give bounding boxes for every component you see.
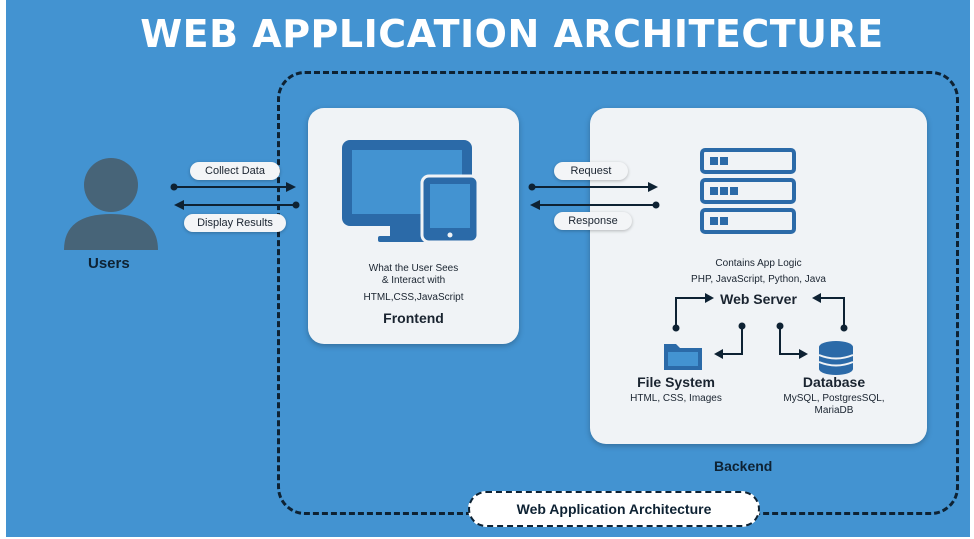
display-results-label: Display Results (184, 214, 286, 232)
database-label: Database (802, 374, 866, 390)
user-icon (64, 158, 158, 250)
frontend-desc-line2: & Interact with (381, 275, 446, 286)
server-icon (700, 148, 796, 234)
response-label: Response (554, 212, 632, 230)
file-system-detail: HTML, CSS, Images (630, 393, 722, 404)
architecture-caption: Web Application Architecture (468, 491, 760, 527)
monitor-tablet-icon (342, 140, 480, 244)
folder-icon (664, 344, 702, 370)
backend-languages: PHP, JavaScript, Python, Java (691, 274, 826, 285)
backend-label: Backend (714, 458, 773, 474)
backend-flow-arrows (672, 293, 848, 359)
file-system-label: File System (637, 374, 715, 390)
user-frontend-arrows (170, 182, 300, 210)
users-label: Users (88, 255, 130, 272)
frontend-tech: HTML,CSS,JavaScript (363, 292, 464, 303)
web-server-label: Web Server (720, 291, 797, 307)
diagram-title: WEB APPLICATION ARCHITECTURE (140, 12, 884, 56)
diagram-canvas: WEB APPLICATION ARCHITECTURE Users Colle… (6, 0, 970, 537)
frontend-label: Frontend (383, 310, 444, 326)
frontend-desc-line1: What the User Sees (368, 263, 459, 274)
backend-logic-text: Contains App Logic (715, 258, 802, 269)
frontend-backend-arrows (528, 182, 660, 210)
collect-data-label: Collect Data (190, 162, 280, 180)
database-icon (818, 341, 854, 375)
database-detail-line1: MySQL, PostgresSQL, (783, 393, 885, 404)
request-label: Request (554, 162, 628, 180)
database-detail-line2: MariaDB (814, 405, 854, 416)
